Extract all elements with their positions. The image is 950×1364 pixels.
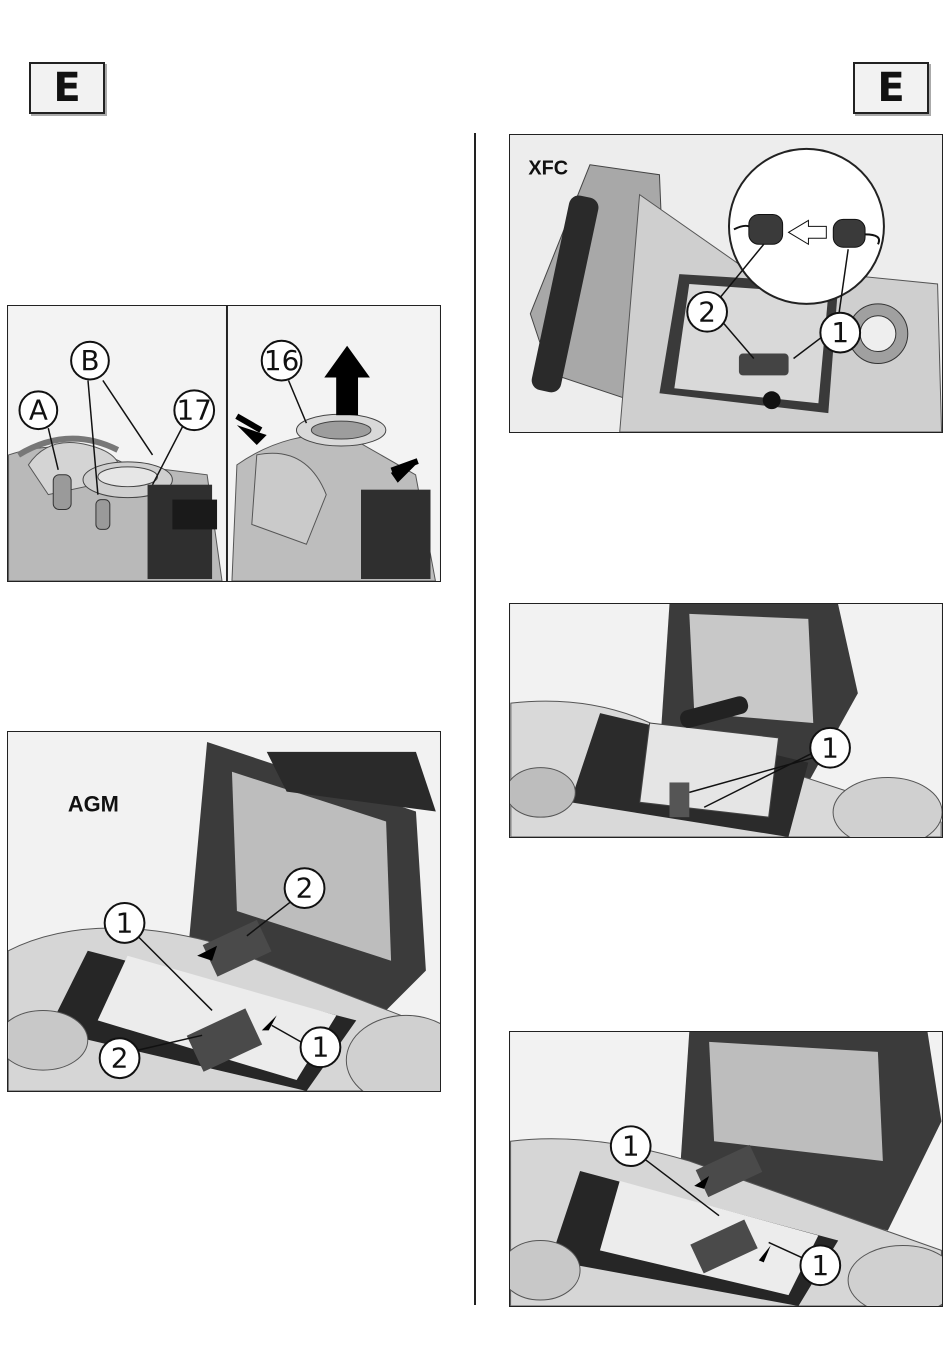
- xfc-illustration: XFC 2 1: [510, 135, 942, 432]
- xfc-label: XFC: [528, 158, 568, 180]
- svg-text:2: 2: [111, 1042, 129, 1075]
- svg-text:2: 2: [296, 872, 314, 905]
- agm-illustration: AGM 1 2 2 1: [8, 732, 440, 1091]
- figure-battery-connector: 1: [509, 603, 943, 838]
- language-tab-left: E: [29, 62, 105, 114]
- svg-text:2: 2: [698, 295, 716, 328]
- batteries-reinstall-illustration: 1 1: [510, 1032, 942, 1306]
- svg-text:1: 1: [831, 316, 849, 349]
- column-divider: [474, 133, 476, 1305]
- figure-batteries-reinstall: 1 1: [509, 1031, 943, 1307]
- svg-text:17: 17: [177, 394, 212, 427]
- figure-agm-batteries: AGM 1 2 2 1: [7, 731, 441, 1092]
- svg-text:A: A: [29, 394, 48, 427]
- figure-xfc-battery: XFC 2 1: [509, 134, 943, 433]
- svg-text:1: 1: [312, 1031, 330, 1064]
- svg-text:1: 1: [116, 906, 134, 939]
- figure-tank-lid: A B 17 16: [7, 305, 441, 582]
- svg-text:1: 1: [811, 1249, 829, 1282]
- language-tab-right: E: [853, 62, 929, 114]
- svg-text:1: 1: [622, 1130, 640, 1163]
- tank-lid-illustration: A B 17 16: [8, 306, 440, 581]
- agm-label: AGM: [68, 792, 119, 817]
- svg-text:16: 16: [264, 344, 299, 377]
- battery-connector-illustration: 1: [510, 604, 942, 837]
- svg-text:1: 1: [821, 731, 839, 764]
- svg-text:B: B: [80, 344, 99, 377]
